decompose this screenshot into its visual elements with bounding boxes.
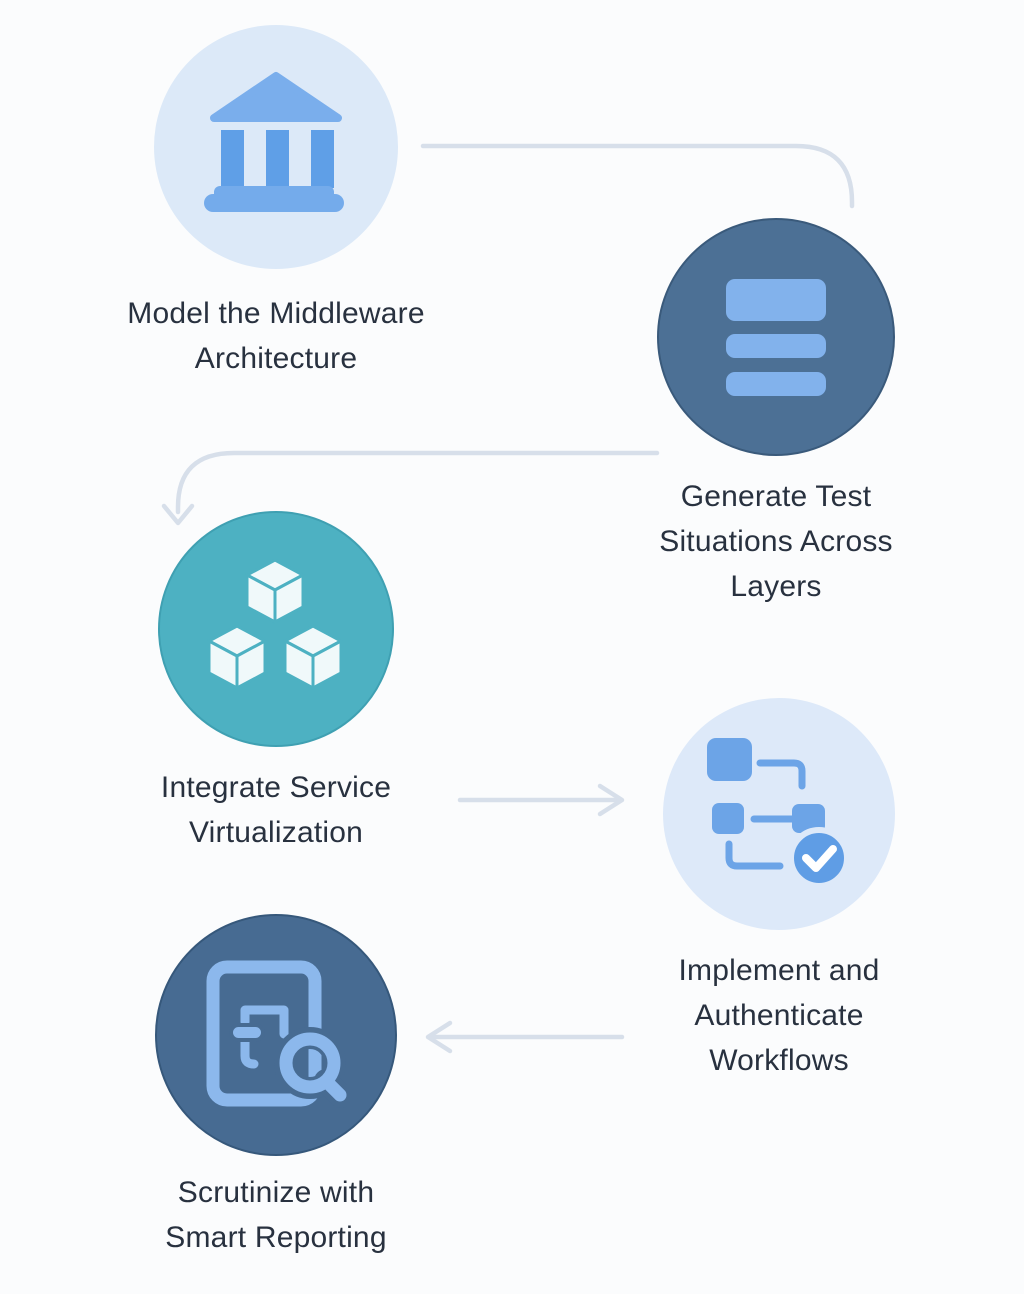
step-label: Scrutinize with Smart Reporting [165,1176,387,1254]
step-service-virtualization: Integrate Service Virtualization [76,511,476,855]
arrowhead-left-icon [425,1020,453,1054]
workflow-check-icon [707,738,850,889]
step-label: Generate Test Situations Across Layers [659,480,893,603]
step-label: Model the Middleware Architecture [127,297,425,375]
step-model-architecture: Model the Middleware Architecture [56,25,496,381]
report-search-icon [206,960,347,1108]
arrowhead-down-icon [161,503,195,526]
bank-icon [204,72,344,212]
step-label: Integrate Service Virtualization [160,771,392,849]
step3-circle [158,511,394,747]
step2-circle [657,218,895,456]
server-stack-icon [726,278,826,396]
step-generate-tests: Generate Test Situations Across Layers [606,218,946,609]
step-smart-reporting: Scrutinize with Smart Reporting [96,914,456,1260]
step-authenticate-workflows: Implement and Authenticate Workflows [609,698,949,1083]
step1-circle [154,25,398,269]
connector-step2-to-step3 [175,450,660,515]
cubes-icon [207,559,343,690]
connector-step1-to-step2 [420,143,855,209]
arrowhead-right-icon [597,783,625,817]
step5-circle [155,914,397,1156]
step4-circle [663,698,895,930]
step-label: Implement and Authenticate Workflows [678,954,880,1077]
